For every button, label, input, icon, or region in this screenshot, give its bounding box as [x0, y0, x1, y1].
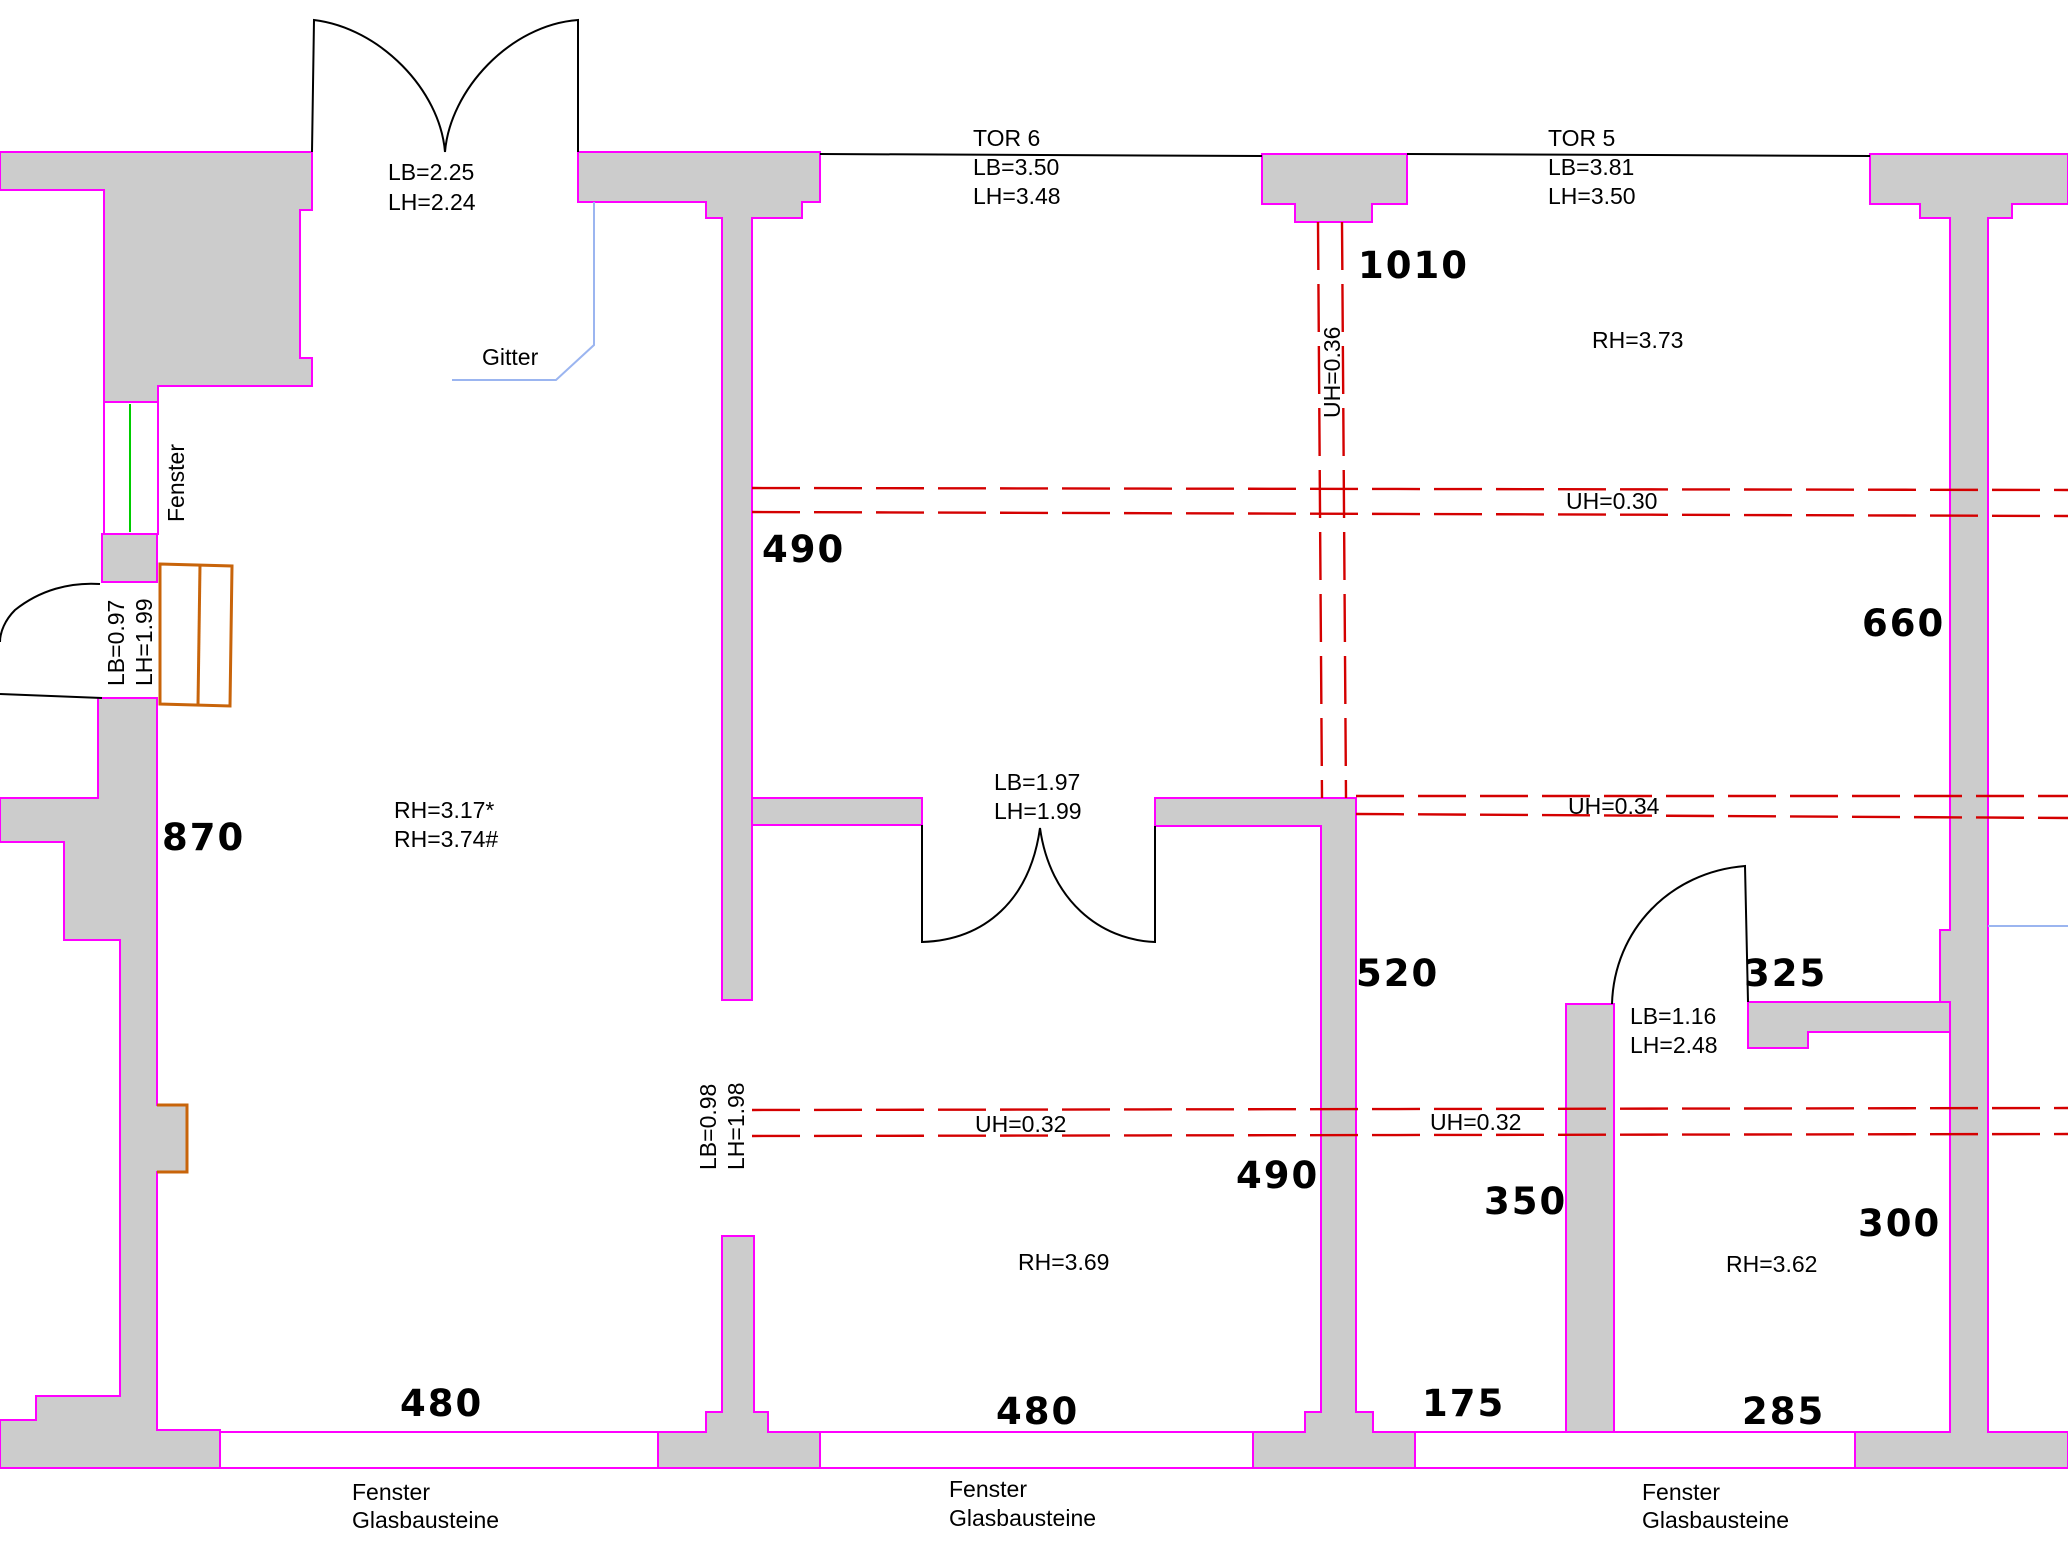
dim-300: 300 [1858, 1202, 1941, 1245]
door-middle-double [921, 825, 1156, 944]
door-left-lh: LH=1.99 [131, 598, 157, 686]
side-window-label: Fenster [163, 444, 189, 522]
gate-labels: TOR 6 LB=3.50 LH=3.48 TOR 5 LB=3.81 LH=3… [103, 125, 1718, 1170]
tor5-lb: LB=3.81 [1548, 154, 1634, 180]
step-side-bump [157, 1103, 189, 1174]
step-line-1 [196, 564, 202, 706]
door-left-swing [0, 582, 103, 699]
bottom-window-2-line1: Fenster [949, 1476, 1027, 1502]
wall-center-partition [751, 797, 923, 826]
beam-low-2 [751, 1132, 2068, 1138]
wall-stub-left [101, 533, 158, 583]
dim-350: 350 [1484, 1180, 1567, 1223]
dim-1010: 1010 [1358, 244, 1469, 287]
dim-175: 175 [1422, 1382, 1505, 1425]
wall-top-left [0, 151, 313, 403]
door-top-lh: LH=2.24 [388, 189, 476, 215]
gate-tor6-line [819, 153, 1263, 157]
bottom-window-1-line1: Fenster [352, 1479, 430, 1505]
room-left-rh2: RH=3.74# [394, 826, 498, 852]
dim-285: 285 [1742, 1390, 1825, 1433]
bottom-window-2-line2: Glasbausteine [949, 1505, 1096, 1531]
dimensions: 1010 490 660 870 520 325 490 350 300 480… [162, 244, 1945, 1433]
wall-lower-pier-right [1565, 1003, 1615, 1435]
side-window [103, 401, 159, 535]
door-lower-left-lb: LB=0.98 [695, 1084, 721, 1170]
doors [0, 18, 1749, 1005]
door-top-lb: LB=2.25 [388, 159, 474, 185]
dim-480-left: 480 [400, 1382, 483, 1425]
room-top-right-rh: RH=3.73 [1592, 327, 1683, 353]
dim-520: 520 [1356, 952, 1439, 995]
dim-490-low: 490 [1236, 1154, 1319, 1197]
dim-870: 870 [162, 816, 245, 859]
door-lower-right [1611, 864, 1749, 1005]
wall-top-pillar [1261, 153, 1408, 223]
gate-tor5-line [1406, 153, 1871, 157]
door-lower-right-lb: LB=1.16 [1630, 1003, 1716, 1029]
tor6-name: TOR 6 [973, 125, 1040, 151]
uh-top: UH=0.30 [1566, 488, 1657, 514]
bottom-window-strips [219, 1431, 1856, 1469]
window-strip-2 [819, 1431, 1254, 1469]
tor6-lb: LB=3.50 [973, 154, 1059, 180]
grille [452, 202, 2068, 927]
uh-vertical: UH=0.36 [1319, 327, 1345, 418]
beam-vertical-2 [1340, 221, 1348, 799]
gate-openings [819, 153, 1871, 157]
door-middle-lb: LB=1.97 [994, 769, 1080, 795]
beam-top-2 [751, 510, 2068, 518]
beams [751, 221, 2068, 1138]
door-middle-lh: LH=1.99 [994, 798, 1082, 824]
wall-top-middle [577, 151, 821, 1001]
door-left-lb: LB=0.97 [103, 600, 129, 686]
window-strip-1 [219, 1431, 659, 1469]
uh-low-left: UH=0.32 [975, 1111, 1066, 1137]
uh-low-right: UH=0.32 [1430, 1109, 1521, 1135]
dim-490-top: 490 [762, 528, 845, 571]
bottom-window-3-line1: Fenster [1642, 1479, 1720, 1505]
bottom-window-3-line2: Glasbausteine [1642, 1507, 1789, 1533]
tor5-lh: LH=3.50 [1548, 183, 1636, 209]
step-outline [158, 562, 234, 708]
wall-top-right [1854, 153, 2068, 1469]
door-lower-right-lh: LH=2.48 [1630, 1032, 1718, 1058]
room-mid-rh: RH=3.69 [1018, 1249, 1109, 1275]
wall-right-partition [1747, 1001, 1951, 1049]
room-left-rh1: RH=3.17* [394, 797, 494, 823]
door-top-double [311, 18, 579, 153]
grille-line [452, 202, 595, 381]
dim-480-mid: 480 [996, 1390, 1079, 1433]
beam-low-1 [751, 1106, 2068, 1112]
gitter-label: Gitter [482, 344, 539, 370]
dim-660: 660 [1862, 602, 1945, 645]
beam-top-1 [751, 486, 2068, 492]
tor5-name: TOR 5 [1548, 125, 1615, 151]
door-lower-left-lh: LH=1.98 [723, 1082, 749, 1170]
tor6-lh: LH=3.48 [973, 183, 1061, 209]
walls [0, 151, 2068, 1469]
window-strip-3 [1414, 1431, 1856, 1469]
dim-325: 325 [1744, 952, 1827, 995]
beam-vertical-1 [1316, 221, 1324, 799]
bottom-window-1-line2: Glasbausteine [352, 1507, 499, 1533]
uh-mid: UH=0.34 [1568, 793, 1660, 819]
beam-mid-2 [1355, 812, 2068, 820]
step-element [157, 562, 234, 1174]
room-labels: Gitter Fenster RH=3.17* RH=3.74# RH=3.73… [163, 327, 1817, 1277]
wall-lower-pier-left [657, 1235, 821, 1469]
wall-center-right-partition [1154, 797, 1416, 1469]
room-right-rh: RH=3.62 [1726, 1251, 1817, 1277]
bottom-window-labels: Fenster Glasbausteine Fenster Glasbauste… [352, 1476, 1789, 1533]
wall-left-column [0, 697, 221, 1469]
